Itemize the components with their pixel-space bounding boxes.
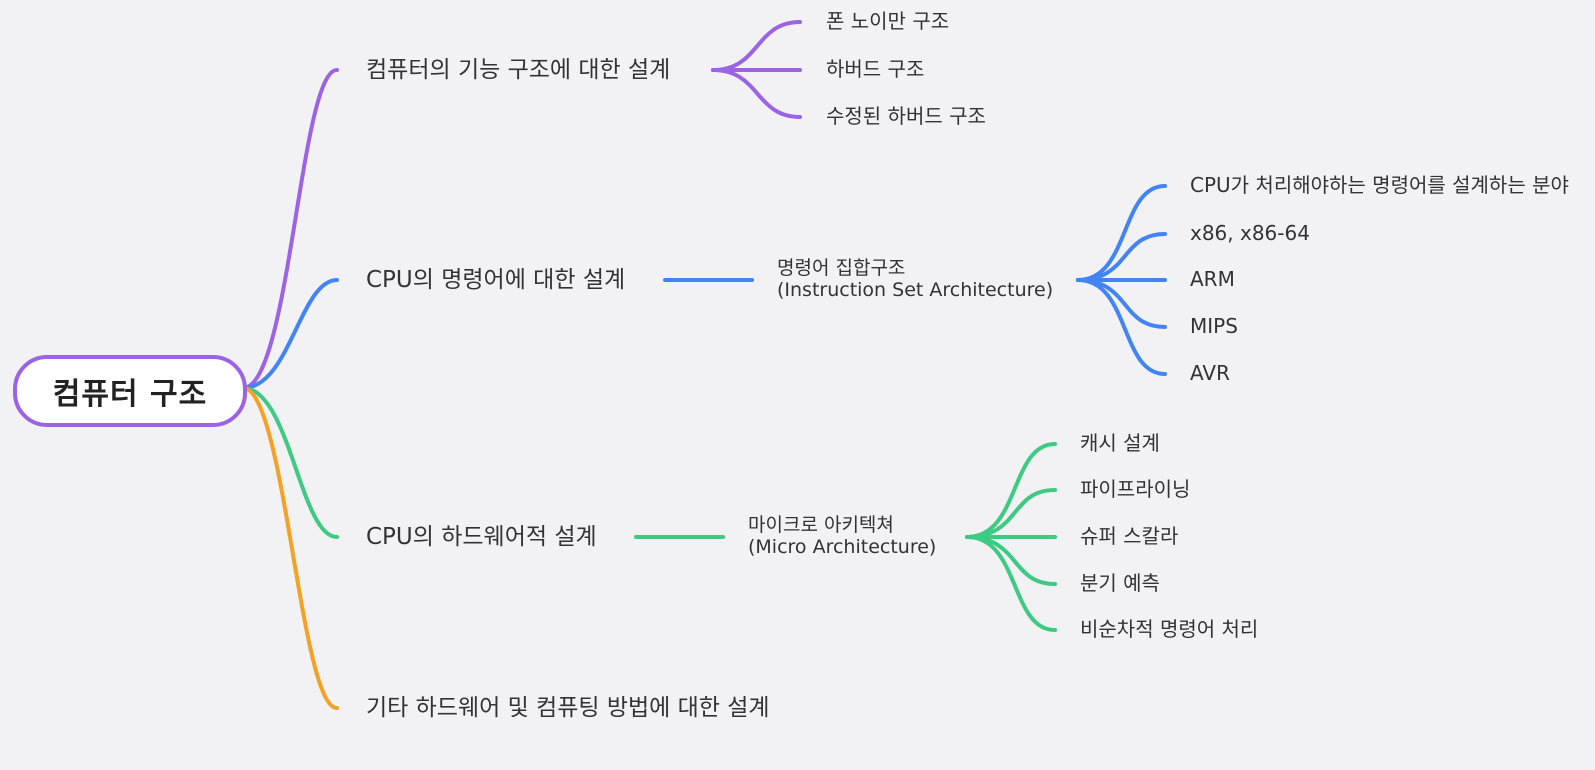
node-isa-english: (Instruction Set Architecture) <box>777 278 1054 301</box>
node-functional-design[interactable]: 컴퓨터의 기능 구조에 대한 설계 <box>366 57 671 83</box>
node-isa[interactable]: 명령어 집합구조 (Instruction Set Architecture) <box>777 257 1054 302</box>
node-cache-design[interactable]: 캐시 설계 <box>1080 431 1160 455</box>
root-node[interactable]: 컴퓨터 구조 <box>13 355 247 427</box>
node-branch-prediction[interactable]: 분기 예측 <box>1080 571 1160 595</box>
node-hardware-design[interactable]: CPU의 하드웨어적 설계 <box>366 524 597 550</box>
connector-isa-1 <box>1076 184 1167 282</box>
node-mips[interactable]: MIPS <box>1190 314 1238 338</box>
connector-root-isa <box>241 278 339 390</box>
node-micro-architecture[interactable]: 마이크로 아키텍쳐 (Micro Architecture) <box>748 514 937 559</box>
connector-functional-3 <box>711 68 802 119</box>
node-modified-harvard[interactable]: 수정된 하버드 구조 <box>826 104 986 128</box>
node-other-design[interactable]: 기타 하드웨어 및 컴퓨팅 방법에 대한 설계 <box>366 695 770 721</box>
node-isa-korean: 명령어 집합구조 <box>777 257 906 279</box>
node-avr[interactable]: AVR <box>1190 361 1230 385</box>
connector-root-other <box>241 386 339 710</box>
node-x86[interactable]: x86, x86-64 <box>1190 221 1310 245</box>
connector-hardware-5 <box>965 535 1057 632</box>
connector-root-functional <box>241 68 339 390</box>
connector-functional-1 <box>711 20 802 72</box>
connector-isa-5 <box>1076 278 1167 376</box>
node-pipelining[interactable]: 파이프라이닝 <box>1080 477 1191 501</box>
node-harvard[interactable]: 하버드 구조 <box>826 57 925 81</box>
connector-root-hardware <box>241 386 339 539</box>
node-isa-description[interactable]: CPU가 처리해야하는 명령어를 설계하는 분야 <box>1190 173 1569 197</box>
node-out-of-order[interactable]: 비순차적 명령어 처리 <box>1080 617 1259 641</box>
node-isa-design[interactable]: CPU의 명령어에 대한 설계 <box>366 267 626 293</box>
node-micro-architecture-english: (Micro Architecture) <box>748 535 937 558</box>
node-superscalar[interactable]: 슈퍼 스칼라 <box>1080 524 1179 548</box>
node-arm[interactable]: ARM <box>1190 267 1235 291</box>
node-micro-architecture-korean: 마이크로 아키텍쳐 <box>748 514 894 536</box>
node-von-neumann[interactable]: 폰 노이만 구조 <box>826 9 950 33</box>
